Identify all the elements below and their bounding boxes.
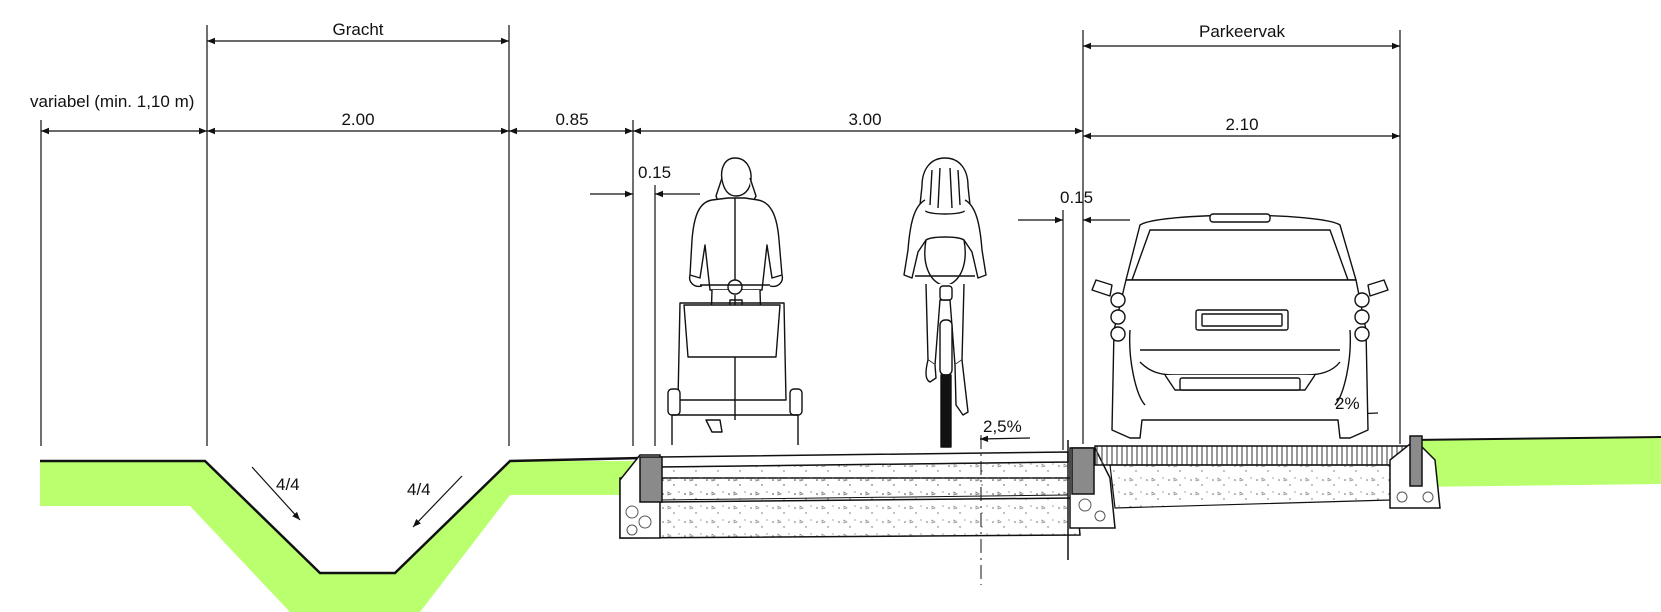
slope-fietspad-label: 2,5% [983, 417, 1022, 436]
dim-berm-value: 0.85 [555, 110, 588, 129]
grass-terrain [40, 436, 1661, 612]
dim-fietspad-value: 3.00 [848, 110, 881, 129]
slope-right-label: 4/4 [407, 480, 431, 499]
variabel-label: variabel (min. 1,10 m) [30, 92, 194, 111]
extension-lines [40, 25, 1401, 560]
road-structure [619, 435, 1441, 585]
dim-band-left-value: 0.15 [638, 163, 671, 182]
cargo-bike-rider [667, 157, 803, 445]
parkeervak-label: Parkeervak [1199, 22, 1285, 41]
labels: Gracht Parkeervak variabel (min. 1,10 m)… [30, 20, 1360, 499]
slope-parkeervak-label: 2% [1335, 394, 1360, 413]
dim-parkeervak-value: 2.10 [1225, 115, 1258, 134]
dim-gracht-value: 2.00 [341, 110, 374, 129]
cyclist [903, 157, 987, 448]
dim-band-right-value: 0.15 [1060, 188, 1093, 207]
slope-left-label: 4/4 [276, 475, 300, 494]
parked-car [1091, 213, 1389, 439]
gracht-label: Gracht [332, 20, 383, 39]
